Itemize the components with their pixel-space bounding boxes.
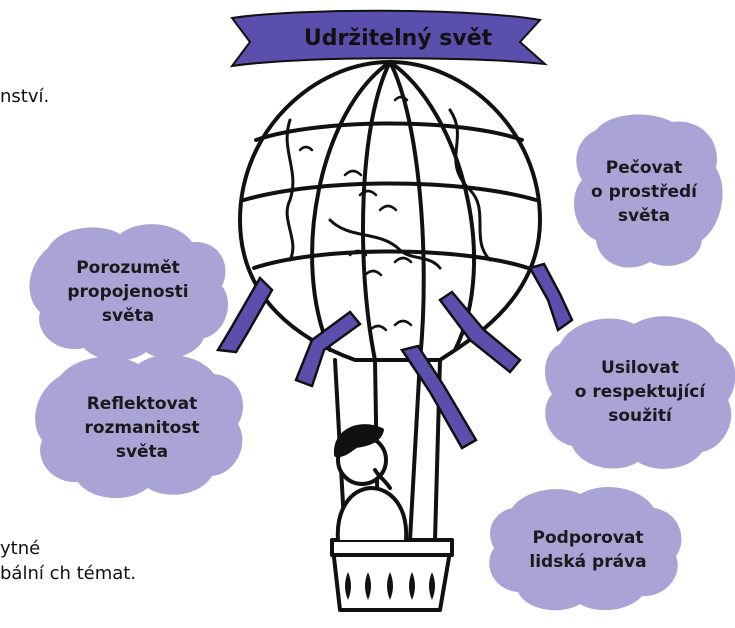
cloud-line: lidská práva [529,552,647,572]
text-fragment-top: nství. [0,86,50,107]
title-banner [229,9,549,68]
cloud-care-for-environment [573,114,723,268]
ribbon-center-right [399,344,478,450]
cloud-line: světa [115,442,169,462]
cloud-line: Pečovat [605,158,683,178]
ribbon-right [528,262,574,333]
cloud-line: o respektující [574,382,706,402]
cloud-line: světa [617,206,671,226]
person-hair [333,424,384,458]
cloud-line: Usilovat [601,358,679,378]
cloud-line: Porozumět [76,258,180,278]
cloud-label-reflect-diversity: Reflektovat rozmanitost světa [62,392,222,464]
cloud-line: světa [101,306,155,326]
text-fragment-bottom-1: ytné [0,538,41,559]
banner-title: Udržitelný svět [303,26,493,51]
cloud-line: rozmanitost [84,418,200,438]
ribbon-mid [438,290,522,374]
ribbon-left [215,275,274,354]
cloud-support-human-rights [489,486,682,611]
cloud-line: Podporovat [532,528,644,548]
balloon-envelope [238,60,542,362]
cloud-line: o prostředí [591,182,697,202]
ribbon-center-left [294,310,362,388]
person-body [335,486,409,542]
cloud-respectful-coexistence [545,316,735,469]
cloud-label-understand-interconnection: Porozumět propojenosti světa [44,256,212,328]
cloud-label-care-for-environment: Pečovat o prostředí světa [582,156,706,228]
cloud-label-support-human-rights: Podporovat lidská práva [506,526,670,574]
cloud-understand-interconnection [29,224,229,361]
cloud-line: Reflektovat [86,394,198,414]
cloud-line: soužití [608,406,672,426]
text-fragment-bottom-2: bální ch témat. [0,563,137,584]
cloud-line: propojenosti [67,282,189,302]
cloud-reflect-diversity [35,354,244,499]
cloud-label-respectful-coexistence: Usilovat o respektující soužití [556,356,724,428]
